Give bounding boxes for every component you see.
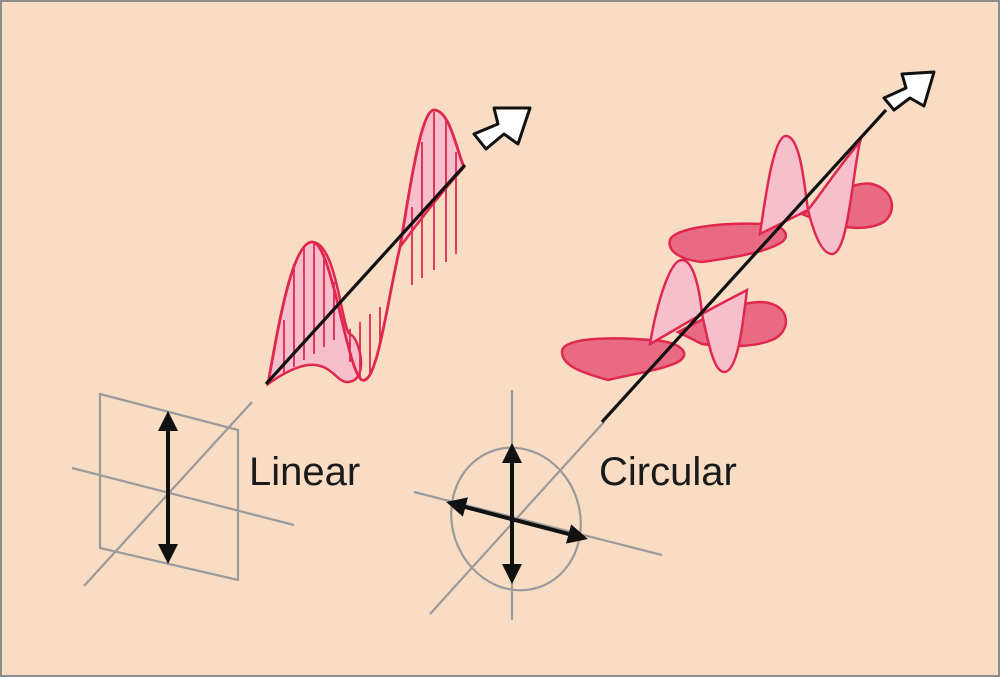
circular-panel — [413, 70, 936, 620]
linear-wave-curve — [266, 108, 466, 385]
circular-propagation-axis — [600, 108, 888, 424]
linear-plane — [98, 392, 240, 582]
circular-wave-horizontal-lobe-1 — [560, 337, 686, 382]
circular-wave-vertical-lobe-2 — [700, 287, 749, 374]
circular-diagonal-axis — [429, 421, 605, 615]
circular-label: Circular — [599, 450, 737, 494]
linear-field-vectors — [283, 112, 457, 378]
circular-wave-vertical-lobe-1 — [648, 258, 704, 347]
circular-wave-vertical-lobe-3 — [758, 134, 810, 237]
linear-panel — [71, 106, 532, 587]
circular-wave-vertical-lobe-4 — [806, 137, 863, 256]
linear-propagation-axis — [264, 163, 467, 386]
circular-propagation-arrow-icon — [882, 70, 936, 112]
circular-horizontal-double-headed-arrow-icon — [446, 497, 588, 544]
linear-label: Linear — [249, 450, 361, 494]
linear-horizontal-line — [71, 466, 295, 527]
linear-propagation-arrow-icon — [472, 106, 532, 151]
